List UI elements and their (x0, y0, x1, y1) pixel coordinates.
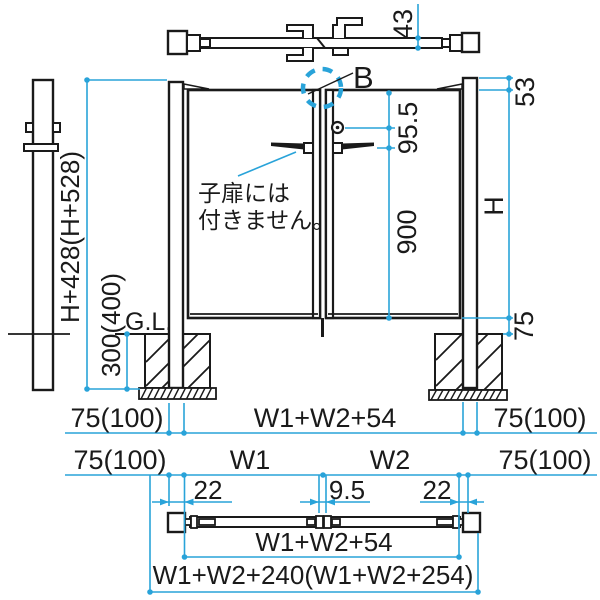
top-left-hinge-inner (199, 38, 211, 48)
top-meeting-joint (316, 37, 326, 49)
top-hinge-right (436, 83, 463, 90)
top-center-bracket-lower (286, 48, 314, 62)
top-center-bracket-upper (286, 24, 314, 38)
door-right-meeting-stile (324, 88, 335, 320)
dim-center-gap-label: 9.5 (329, 475, 365, 505)
plan-left-post-section (166, 511, 187, 534)
plan-right-frame-end (436, 518, 454, 526)
plan-center-latch-a (306, 518, 316, 526)
dim-handle-position (345, 90, 395, 321)
footing-gravel-left (138, 387, 217, 400)
dim-row2-left: 75(100) (73, 445, 166, 475)
side-hinge-tab-left (25, 122, 34, 133)
dim-inner-width (181, 554, 462, 560)
dim-frame-depth: 43 (388, 9, 418, 39)
plan-left-frame-end (198, 518, 216, 526)
plan-right-post-section (461, 511, 482, 534)
top-depth-dimension (415, 4, 421, 51)
top-right-hinge-inner (441, 38, 451, 48)
elevation-view (167, 76, 479, 390)
dim-inner-width-label: W1+W2+54 (255, 527, 392, 557)
top-hinge-left (183, 83, 210, 90)
plan-center-latch-d (331, 518, 341, 526)
door-left-meeting-stile (311, 88, 322, 320)
plan-center-latch-c (323, 515, 332, 529)
dim-post-overall-height (84, 77, 167, 392)
handle-right-lever (342, 142, 374, 150)
elevation-left-post (167, 80, 185, 390)
detail-marker-label: B (353, 60, 374, 95)
dim-row1-right: 75(100) (493, 403, 586, 433)
plan-center-latch-b (315, 515, 324, 529)
dim-handle-top-offset-label: 95.5 (393, 102, 423, 155)
dim-post-overall-height-label: H+428(H+528) (55, 151, 85, 323)
dim-handle-bottom-span-label: 900 (392, 209, 422, 254)
detail-leader-b (307, 72, 354, 95)
dim-row1 (65, 402, 597, 436)
handle-right-mount (332, 142, 343, 154)
dim-ground-clearance-label: 75 (509, 311, 539, 341)
dim-row1-left: 75(100) (70, 403, 163, 433)
side-hinge-tab-right (52, 122, 61, 133)
dim-row1-center: W1+W2+54 (254, 403, 397, 433)
dim-overall-width-label: W1+W2+240(W1+W2+254) (153, 560, 474, 590)
dim-embed-depth (124, 331, 130, 392)
dim-offset-left-label: 22 (194, 475, 223, 505)
dim-offset-right-label: 22 (423, 475, 452, 505)
top-latch-bracket (332, 17, 363, 38)
top-plan-view (166, 17, 481, 62)
note-line1: 子扉には (198, 180, 290, 206)
bottom-plan-view (166, 511, 482, 534)
detail-circle-b (300, 66, 344, 110)
top-left-hinge (186, 34, 201, 52)
dim-row2-w1: W1 (230, 445, 271, 475)
handle-left-mount (303, 142, 314, 154)
lock-cylinder-pin (335, 125, 340, 130)
dim-overall-width (147, 589, 481, 595)
dim-embed-depth-label: 300(400) (96, 273, 126, 377)
dim-offsets (149, 475, 484, 592)
side-hinge-bar (23, 143, 59, 152)
handle-left-lever (271, 142, 304, 150)
top-right-hinge (449, 34, 463, 52)
top-left-post-section (166, 29, 189, 56)
footing-gravel-right (428, 389, 508, 401)
side-view-post (8, 78, 70, 392)
top-right-post-section (460, 31, 481, 54)
dim-gate-height-label: H (479, 196, 509, 216)
dim-post-cap-height-label: 53 (510, 77, 540, 107)
elevation-right-post (461, 76, 479, 390)
note-line2: 付きません。 (198, 207, 335, 233)
note-leader-line (237, 151, 297, 177)
plan-left-hinge-plate (190, 515, 198, 529)
side-post-body (31, 78, 55, 392)
dim-row2-right: 75(100) (498, 445, 591, 475)
dim-row2-w2: W2 (370, 445, 411, 475)
top-latch-tab (332, 47, 349, 56)
ground-level-label: G.L. (125, 308, 172, 336)
dim-right-heights (462, 75, 513, 337)
